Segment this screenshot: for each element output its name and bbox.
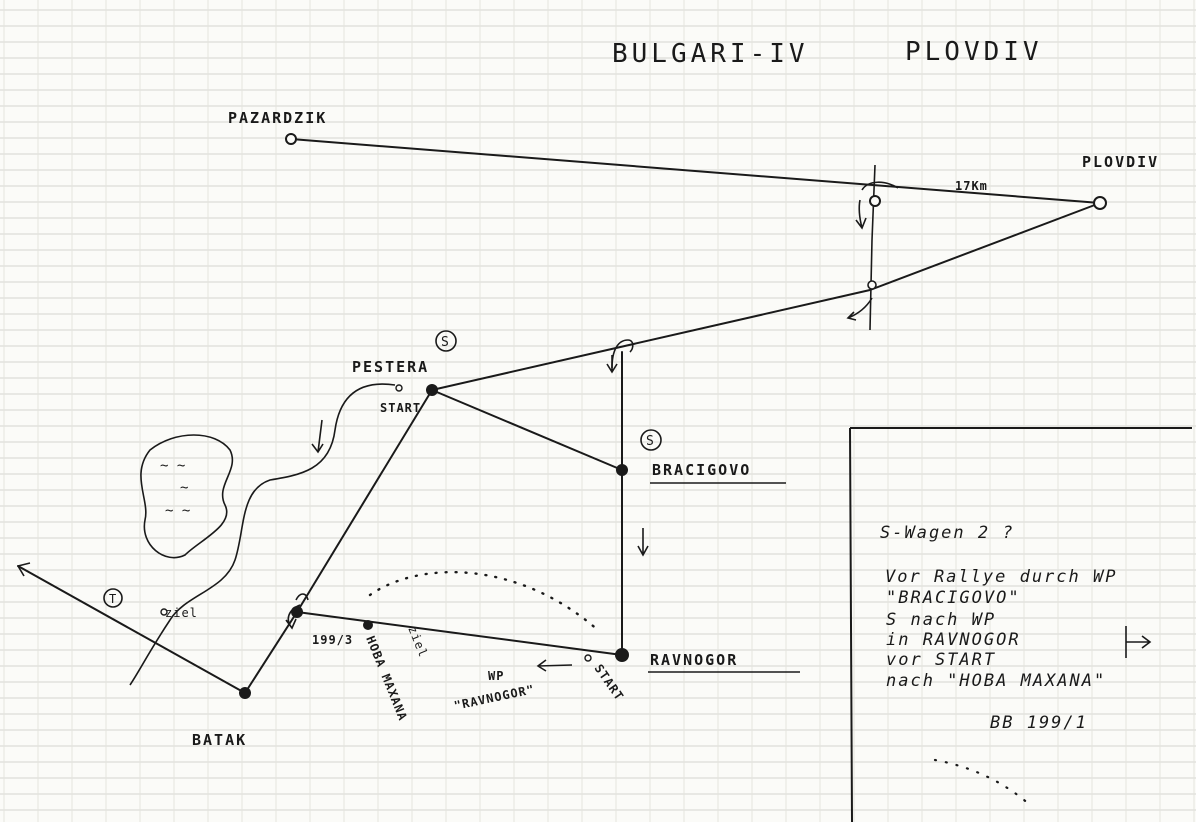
label-wp-ravnogor: "RAVNOGOR" xyxy=(453,682,536,713)
label-bracigovo: BRACIGOVO xyxy=(652,461,751,479)
start-pestera-marker xyxy=(395,384,403,392)
road-marker-ravnogor xyxy=(296,611,623,656)
label-pestera: PESTERA xyxy=(352,358,429,376)
town-ravnogor-marker xyxy=(615,648,629,662)
road-plovdiv-junction xyxy=(869,202,1101,291)
arrow-right-icon xyxy=(1125,626,1152,658)
note-line: in RAVNOGOR xyxy=(886,630,1021,650)
label-ziel-left: ziel xyxy=(165,606,198,620)
arrow-left-icon xyxy=(846,297,873,321)
control-t-icon: T xyxy=(103,588,123,608)
arrow-down-icon xyxy=(637,528,649,557)
town-plovdiv-marker xyxy=(1093,196,1107,210)
label-start-pestera: START xyxy=(380,401,421,415)
note-line: "BRACIGOVO" xyxy=(886,588,1021,608)
svg-text:T: T xyxy=(109,592,116,606)
lake-shape xyxy=(140,434,234,559)
turn-arc-icon xyxy=(611,339,634,369)
town-pestera-marker xyxy=(426,384,438,396)
hoba-maxana-marker xyxy=(363,620,373,630)
road-crossing-north xyxy=(869,164,876,331)
road-batak-west xyxy=(17,565,246,694)
service-s-icon: S xyxy=(640,429,662,451)
road-pestera-km-marker xyxy=(296,389,433,613)
road-junction-pestera xyxy=(431,289,871,391)
note-line: S nach WP xyxy=(886,610,996,630)
km-marker-dot xyxy=(291,606,303,618)
note-dotted-trail xyxy=(933,758,1032,807)
title-city: PLOVDIV xyxy=(905,37,1043,67)
note-reference: BB 199/1 xyxy=(990,713,1088,733)
note-line: Vor Rallye durch WP xyxy=(885,567,1117,587)
label-pazardzik: PAZARDZIK xyxy=(228,109,327,127)
arrow-west-icon xyxy=(17,562,31,577)
lake-wave-icon: ~ ~ xyxy=(160,458,185,474)
road-pazardzik-plovdiv xyxy=(290,138,1101,204)
town-bracigovo-marker xyxy=(616,464,628,476)
town-batak-marker xyxy=(239,687,251,699)
town-pazardzik-marker xyxy=(285,133,297,145)
note-heading: S-Wagen 2 ? xyxy=(880,523,1015,543)
label-hoba-maxana: HOBA MAXANA xyxy=(363,634,410,723)
turn-arc-icon xyxy=(285,604,301,630)
junction-marker xyxy=(869,195,881,207)
turn-arc-icon xyxy=(861,181,899,191)
road-to-batak xyxy=(244,611,298,694)
junction-marker xyxy=(867,280,877,290)
note-line: nach "HOBA MAXANA" xyxy=(886,671,1106,691)
arrow-down-icon xyxy=(855,199,867,230)
road-pestera-bracigovo xyxy=(431,389,623,471)
arrow-down-icon xyxy=(606,355,618,374)
label-ravnogor: RAVNOGOR xyxy=(650,651,738,669)
label-wp: WP xyxy=(488,669,504,683)
lake-wave-icon: ~ xyxy=(180,480,188,496)
note-box-border xyxy=(849,427,1192,822)
label-distance: 17Km xyxy=(955,179,988,193)
label-km-marker: 199/3 xyxy=(312,633,353,647)
note-line: vor START xyxy=(886,650,996,670)
svg-text:S: S xyxy=(646,434,654,449)
start-ravnogor-marker xyxy=(584,654,592,662)
label-batak: BATAK xyxy=(192,731,247,749)
winding-route xyxy=(129,383,396,686)
title-series: BULGARI-IV xyxy=(612,39,809,69)
label-plovdiv: PLOVDIV xyxy=(1082,153,1159,171)
arrow-down-icon xyxy=(311,419,324,454)
label-start-ravnogor: START xyxy=(592,662,627,704)
turn-arc-icon xyxy=(295,593,309,601)
dotted-trail xyxy=(368,570,602,634)
lake-wave-icon: ~ ~ xyxy=(165,503,190,519)
ziel-marker xyxy=(160,608,168,616)
service-s-icon: S xyxy=(435,330,457,352)
arrow-left-icon xyxy=(536,659,573,672)
svg-text:S: S xyxy=(441,335,449,350)
